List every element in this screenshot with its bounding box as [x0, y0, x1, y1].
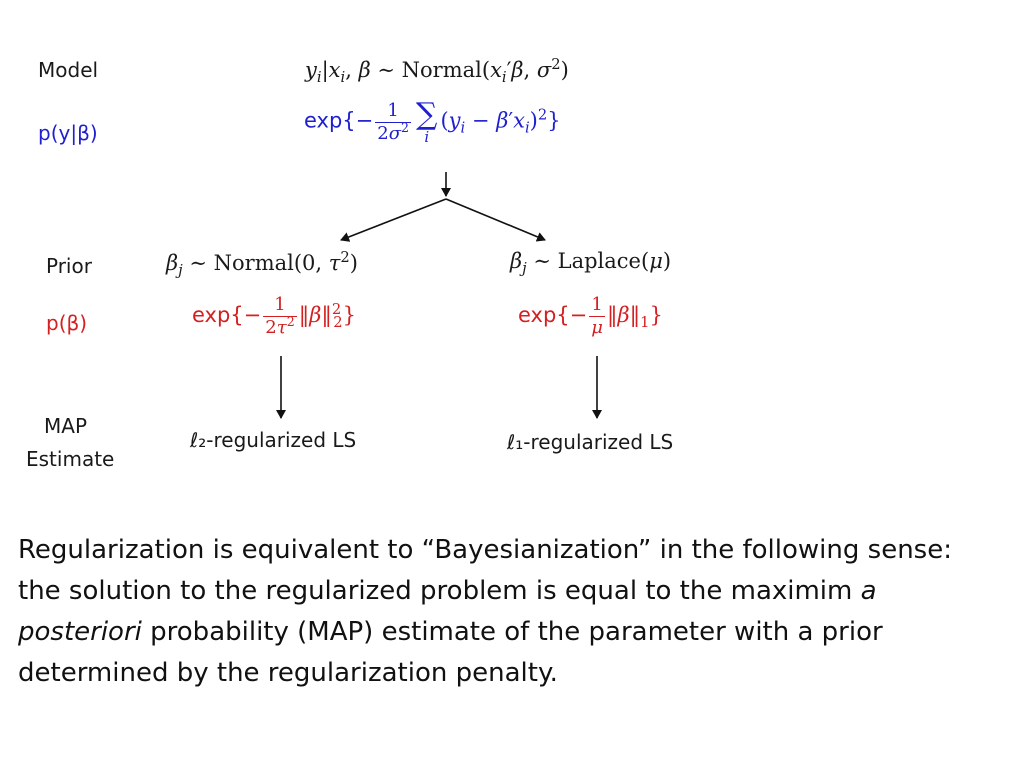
- arrow-to-left-prior: [340, 198, 447, 242]
- paragraph-text-before: Regularization is equivalent to “Bayesia…: [18, 535, 952, 606]
- row-label-map: MAP: [44, 414, 87, 438]
- row-label-prior-density: p(β): [46, 311, 88, 335]
- row-label-model: Model: [38, 58, 99, 82]
- right-estimate: ℓ₁-regularized LS: [507, 430, 674, 454]
- arrow-to-right-prior: [445, 198, 546, 242]
- row-label-likelihood: p(y|β): [38, 121, 98, 145]
- paragraph-text-after: probability (MAP) estimate of the parame…: [18, 617, 883, 688]
- left-estimate: ℓ₂-regularized LS: [190, 428, 357, 452]
- model-expression: yi|xi, β ∼ Normal(xi′β, σ2): [305, 56, 569, 87]
- explanation-paragraph: Regularization is equivalent to “Bayesia…: [18, 530, 998, 694]
- left-prior-expression: βj ∼ Normal(0, τ2): [166, 249, 358, 280]
- row-label-estimate: Estimate: [26, 447, 115, 471]
- row-label-prior: Prior: [46, 254, 92, 278]
- paragraph-emphasis: a posteriori: [18, 576, 877, 647]
- right-prior-expression: βj ∼ Laplace(μ): [510, 249, 672, 278]
